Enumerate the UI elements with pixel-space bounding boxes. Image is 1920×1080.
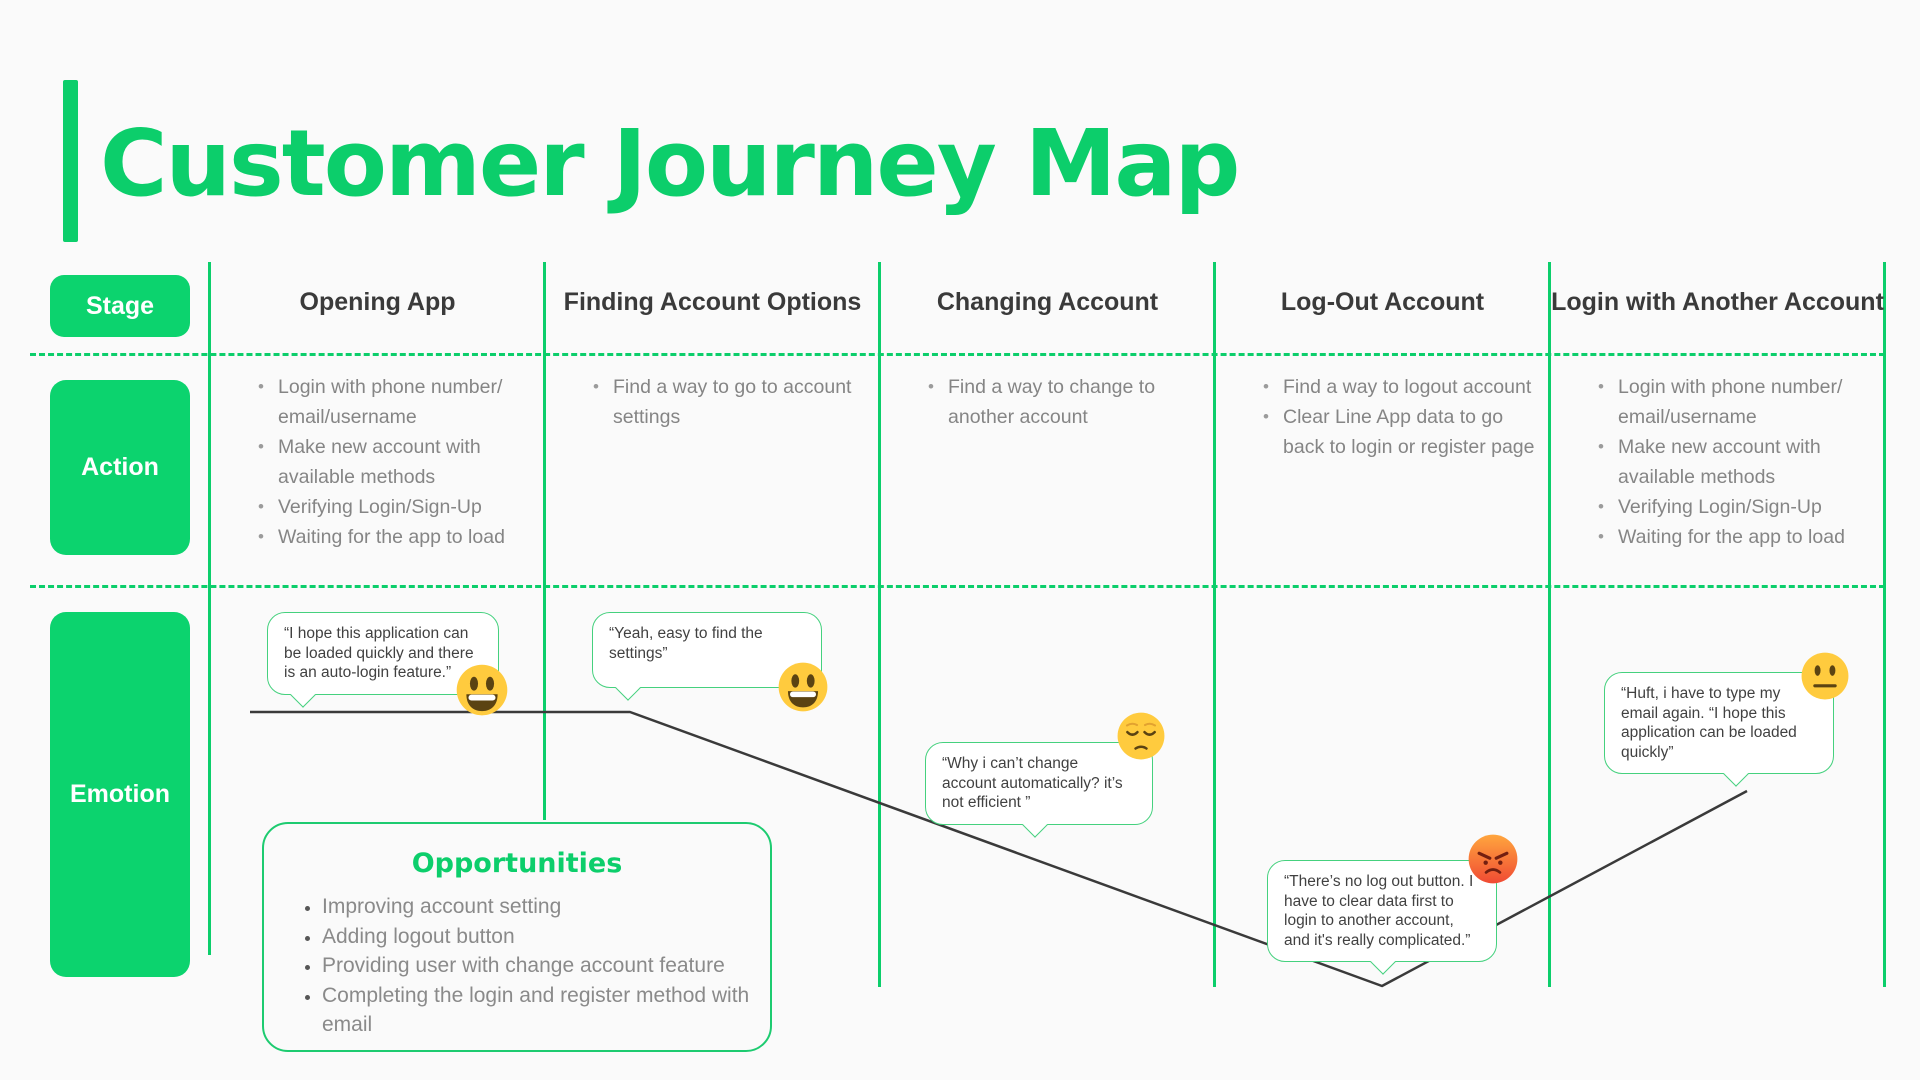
quote-bubble-log-out-account: “There’s no log out button. I have to cl… [1267,860,1497,975]
action-list-finding-account-options: Find a way to go to account settings [591,372,871,432]
row-label-stage: Stage [50,275,190,337]
column-header-changing-account: Changing Account [936,288,1159,317]
column-header-login-with-another-account: Login with Another Account [1551,288,1884,317]
opportunities-list: Improving account setting Adding logout … [304,892,752,1040]
opportunity-item: Adding logout button [322,922,752,952]
quote-bubble-changing-account: “Why i can’t change account automaticall… [925,742,1153,838]
action-list-log-out-account: Find a way to logout account Clear Line … [1261,372,1541,462]
action-item: Find a way to go to account settings [591,372,871,432]
action-item: Make new account with available methods [1596,432,1876,492]
page-title: Customer Journey Map [100,110,1240,217]
opportunities-panel: Opportunities Improving account setting … [262,822,772,1052]
action-item: Verifying Login/Sign-Up [1596,492,1876,522]
row-divider-stage-action [30,353,1885,356]
column-divider [1548,262,1551,987]
quote-text: “There’s no log out button. I have to cl… [1284,873,1474,949]
quote-text: “Why i can’t change account automaticall… [942,755,1123,811]
row-label-emotion: Emotion [50,612,190,977]
emotion-line [250,710,1748,988]
column-header-opening-app: Opening App [299,288,456,317]
quote-text: “I hope this application can be loaded q… [284,625,474,681]
column-divider [878,262,881,987]
grinning-face-icon [777,661,829,713]
column-divider [1213,262,1216,987]
quote-text: “Huft, i have to type my email again. “I… [1621,685,1797,761]
opportunity-item: Completing the login and register method… [322,981,752,1040]
row-divider-action-emotion [30,585,1885,588]
column-header-finding-account-options: Finding Account Options [563,288,862,317]
action-list-login-with-another-account: Login with phone number/ email/username … [1596,372,1876,552]
column-divider [543,262,546,820]
action-item: Login with phone number/ email/username [1596,372,1876,432]
action-list-changing-account: Find a way to change to another account [926,372,1206,432]
quote-text: “Yeah, easy to find the settings” [609,625,763,662]
action-item: Verifying Login/Sign-Up [256,492,536,522]
column-header-log-out-account: Log-Out Account [1280,288,1485,317]
action-item: Waiting for the app to load [1596,522,1876,552]
quote-bubble-login-with-another-account: “Huft, i have to type my email again. “I… [1604,672,1834,787]
title-accent-bar [63,80,78,242]
action-item: Clear Line App data to go back to login … [1261,402,1541,462]
action-item: Login with phone number/ email/username [256,372,536,432]
action-item: Find a way to change to another account [926,372,1206,432]
opportunities-title: Opportunities [411,848,623,879]
angry-face-icon [1467,833,1519,885]
column-divider [208,262,211,955]
column-divider [1883,262,1886,987]
neutral-face-icon [1800,651,1850,701]
quote-bubble-opening-app: “I hope this application can be loaded q… [267,612,499,708]
action-item: Make new account with available methods [256,432,536,492]
opportunity-item: Improving account setting [322,892,752,922]
row-label-action: Action [50,380,190,555]
grinning-face-icon [455,663,509,717]
action-list-opening-app: Login with phone number/ email/username … [256,372,536,552]
action-item: Find a way to logout account [1261,372,1541,402]
opportunity-item: Providing user with change account featu… [322,951,752,981]
pensive-face-icon [1116,711,1166,761]
action-item: Waiting for the app to load [256,522,536,552]
